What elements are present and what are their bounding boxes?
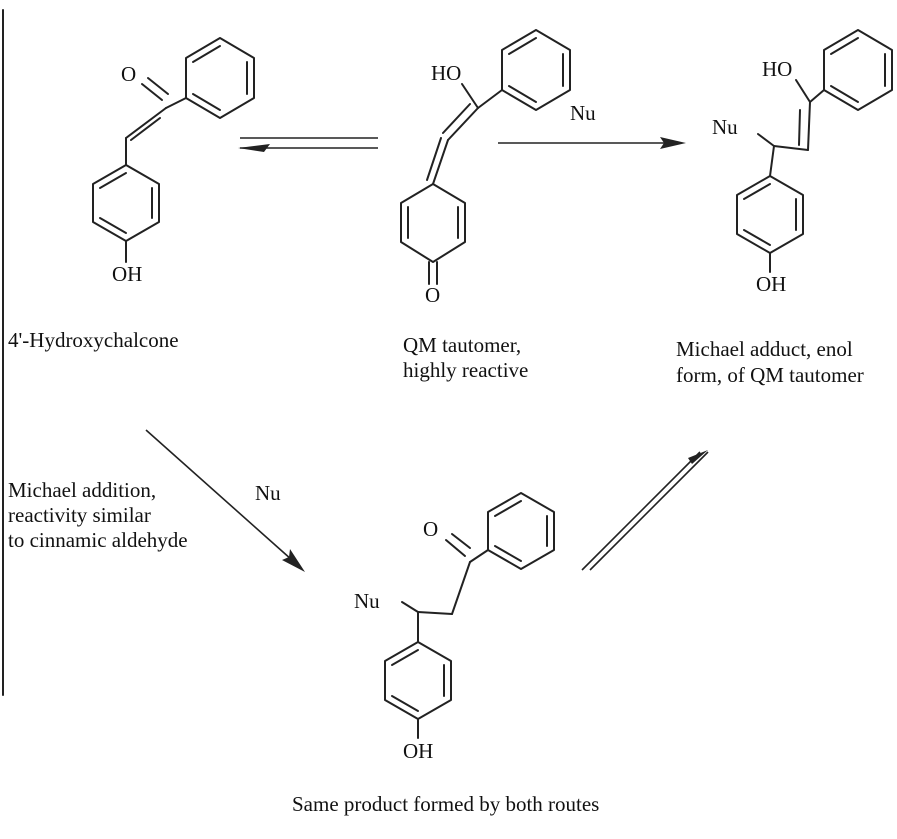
label-addition-line2: reactivity similar [8, 503, 151, 527]
michael-addition-arrow [145, 429, 305, 572]
label-hydroxychalcone: 4'-Hydroxychalcone [8, 328, 179, 352]
chalcone-hydroxyl-oh: OH [112, 262, 143, 286]
equilibrium-arrows-diagonal [581, 450, 709, 571]
chalcone-carbonyl-o: O [121, 62, 137, 86]
label-adduct-line2: form, of QM tautomer [676, 363, 864, 387]
label-product: Same product formed by both routes [292, 792, 600, 816]
hydroxychalcone-structure [92, 37, 255, 263]
diagonal-arrow-reagent: Nu [255, 481, 281, 505]
label-qm-line1: QM tautomer, [403, 333, 522, 357]
adduct-nu: Nu [712, 115, 738, 139]
equilibrium-arrows-top [238, 137, 378, 152]
nu-arrow-top [498, 137, 686, 149]
qm-tautomer-structure [400, 29, 571, 285]
qm-carbonyl-o: O [425, 283, 441, 307]
product-structure [384, 492, 555, 739]
adduct-enol-ho: HO [762, 57, 793, 81]
label-adduct-line1: Michael adduct, enol [676, 337, 853, 361]
label-addition-line1: Michael addition, [8, 478, 157, 502]
top-arrow-reagent: Nu [570, 101, 596, 125]
qm-enol-ho: HO [431, 61, 462, 85]
adduct-hydroxyl-oh: OH [756, 272, 787, 296]
label-addition-line3: to cinnamic aldehyde [8, 528, 188, 552]
michael-adduct-structure [736, 29, 893, 273]
product-carbonyl-o: O [423, 517, 439, 541]
label-qm-line2: highly reactive [403, 358, 529, 382]
product-hydroxyl-oh: OH [403, 739, 434, 763]
product-nu: Nu [354, 589, 380, 613]
